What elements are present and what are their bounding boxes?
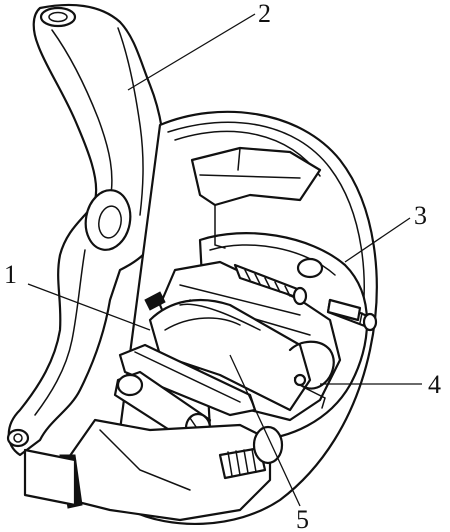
- callout-5: 5: [296, 505, 309, 532]
- leader-3: [344, 217, 411, 263]
- callout-2: 2: [258, 0, 271, 28]
- callout-1: 1: [4, 260, 17, 289]
- retaining-spring: [288, 340, 335, 409]
- leader-2: [127, 13, 256, 91]
- caliper-bracket: [23, 418, 272, 522]
- leader-5: [229, 354, 301, 507]
- guide-pin-upper: [233, 263, 308, 306]
- wheel-stud-lower: [218, 425, 284, 480]
- brake-pad: [190, 146, 322, 249]
- leader-1: [27, 283, 151, 331]
- steering-knuckle: [6, 3, 167, 457]
- callout-3: 3: [414, 201, 427, 230]
- leader-lines: [27, 13, 422, 507]
- wheel-stud-right: [326, 298, 362, 322]
- callout-4: 4: [428, 370, 441, 399]
